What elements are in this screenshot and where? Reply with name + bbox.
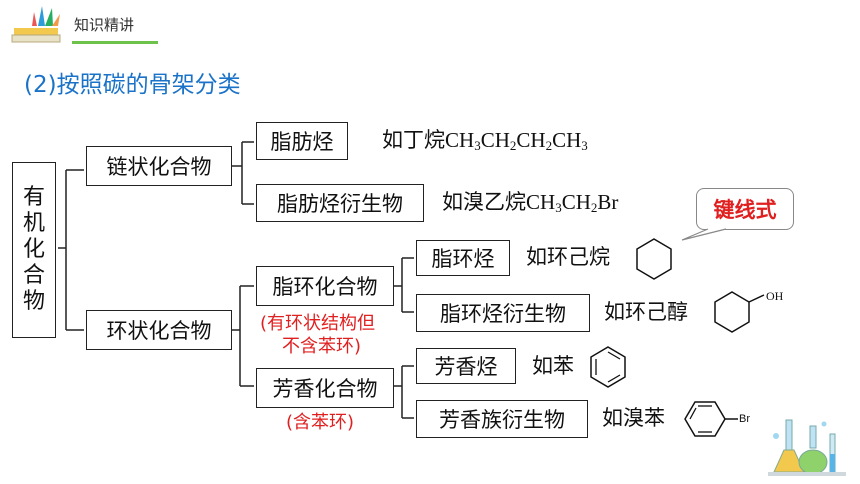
alicyclic-note-line2: 不含苯环) xyxy=(282,336,362,357)
benzene-structure xyxy=(590,346,626,388)
cyclohexane-label: 如环己烷 xyxy=(526,245,610,269)
cyclohexanol-label: 如环己醇 xyxy=(604,300,688,324)
butane-example: 如丁烷CH3CH2CH2CH3 xyxy=(382,128,588,153)
root-char: 物 xyxy=(22,289,45,314)
aromatic-compound-box: 芳香化合物 xyxy=(256,368,394,408)
bromoethane-formula: CH3CH2Br xyxy=(526,190,619,215)
bromoethane-example: 如溴乙烷CH3CH2Br xyxy=(442,190,619,215)
organic-compound-box: 有 机 化 合 物 xyxy=(12,162,56,338)
bromoethane-prefix: 如溴乙烷 xyxy=(442,190,526,214)
benzene-label: 如苯 xyxy=(532,354,574,378)
header-label: 知识精讲 xyxy=(74,16,135,34)
books-icon xyxy=(11,6,61,43)
cyclohexanol-structure xyxy=(714,291,765,333)
root-char: 有 xyxy=(22,185,45,210)
skeletal-formula-callout: 键线式 xyxy=(696,188,794,230)
header-bar: 知识精讲 xyxy=(0,0,860,48)
aliphatic-hydrocarbon-box: 脂肪烃 xyxy=(256,122,348,160)
lab-flasks-icon xyxy=(768,419,846,476)
cyclohexane-structure xyxy=(636,238,672,280)
aromatic-note: (含苯环) xyxy=(286,412,355,433)
chain-compound-box: 链状化合物 xyxy=(86,146,232,186)
alicyclic-note: (有环状结构但 不含苯环) xyxy=(260,312,375,358)
bromobenzene-structure xyxy=(684,401,738,437)
aromatic-hydrocarbon-box: 芳香烃 xyxy=(416,348,516,384)
section-title: (2)按照碳的骨架分类 xyxy=(24,72,241,98)
root-char: 化 xyxy=(22,237,45,262)
alicyclic-compound-box: 脂环化合物 xyxy=(256,266,394,306)
alicyclic-hydrocarbon-box: 脂环烃 xyxy=(416,240,510,276)
bromo-group-label: Br xyxy=(739,413,750,425)
alicyclic-note-line1: (有环状结构但 xyxy=(260,313,376,334)
butane-formula: CH3CH2CH2CH3 xyxy=(445,128,588,153)
root-char: 合 xyxy=(22,263,45,288)
header-divider xyxy=(72,41,158,44)
aliphatic-derivative-box: 脂肪烃衍生物 xyxy=(256,184,424,222)
root-char: 机 xyxy=(22,211,45,236)
ring-compound-box: 环状化合物 xyxy=(86,310,232,350)
bromobenzene-label: 如溴苯 xyxy=(602,406,665,430)
butane-prefix: 如丁烷 xyxy=(382,128,445,152)
alicyclic-derivative-box: 脂环烃衍生物 xyxy=(416,294,590,332)
aromatic-derivative-box: 芳香族衍生物 xyxy=(416,400,588,438)
hydroxyl-group-label: OH xyxy=(766,289,784,303)
